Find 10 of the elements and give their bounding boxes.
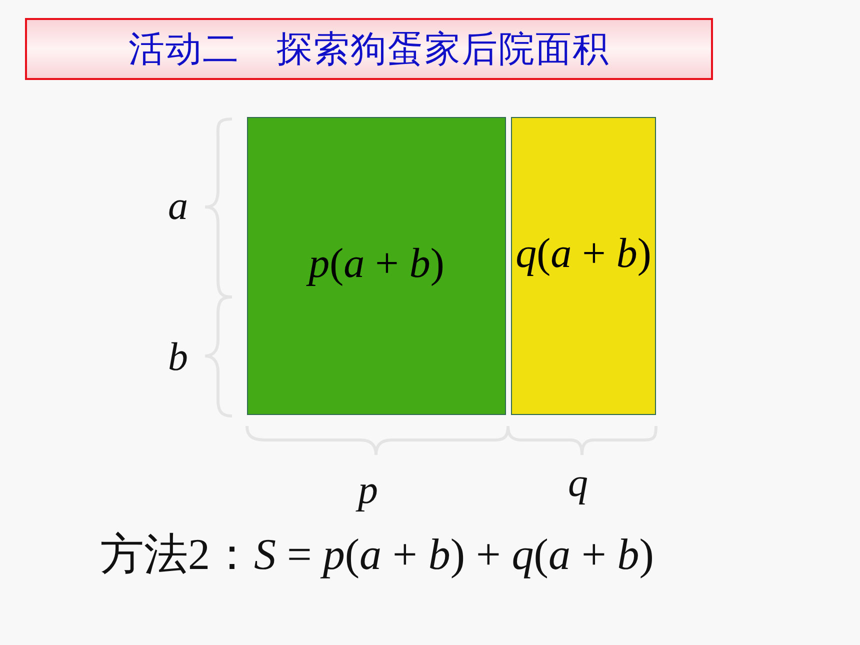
area-expression: p(a + b) <box>308 240 444 288</box>
area-formula: 方法2：S = p(a + b) + q(a + b) <box>100 529 654 581</box>
area-expression: q(a + b) <box>516 230 652 278</box>
dimension-label: p <box>358 466 378 513</box>
dimension-label: q <box>568 459 588 506</box>
dimension-label: a <box>168 182 188 229</box>
title-banner: 活动二 探索狗蛋家后院面积 <box>25 18 713 80</box>
dimension-label: b <box>168 333 188 380</box>
area-rectangle <box>247 117 506 415</box>
area-rectangle <box>511 117 656 415</box>
